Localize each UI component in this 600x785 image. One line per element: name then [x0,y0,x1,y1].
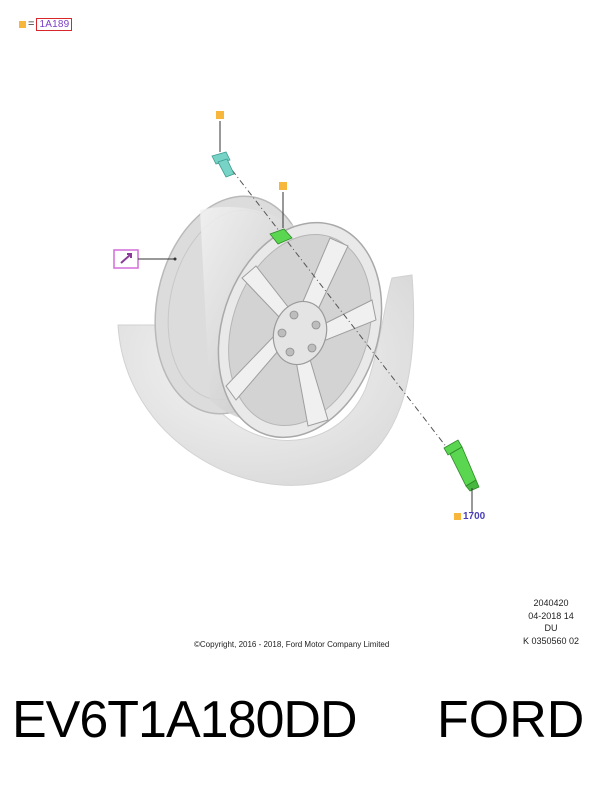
callout-square-icon [19,20,26,28]
part-number-caption: EV6T1A180DD [12,691,358,749]
meta-date: 04-2018 14 [528,610,574,621]
meta-ref: K 0350560 02 [522,635,580,646]
assembly-axis [231,169,459,463]
wheel-nut-part [211,151,235,178]
wheel-rim [154,195,383,439]
meta-code: 2040420 [533,598,569,608]
brand-caption: FORD [437,691,585,749]
reference-legend: = 1A189 [19,17,73,31]
wheel-diagram [113,111,480,512]
tpms-sensor-part [269,228,293,245]
legend-reference-link[interactable]: 1A189 [36,17,73,31]
diagram-metadata: 2040420 04-2018 14 DU K 0350560 02 [511,597,591,647]
callout-square-icon [454,513,461,520]
callout-valve-stem[interactable]: 1700 [454,511,485,522]
callout-number: 1700 [463,511,486,522]
legend-equals: = [28,18,35,30]
valve-stem-part [443,439,480,492]
pointer-callout [113,249,177,269]
copyright-notice: ©Copyright, 2016 - 2018, Ford Motor Comp… [194,640,390,649]
wheel-spokes [225,237,377,427]
pointer-arrow-icon [120,253,132,264]
tire [117,274,415,486]
meta-region: DU [544,623,558,633]
